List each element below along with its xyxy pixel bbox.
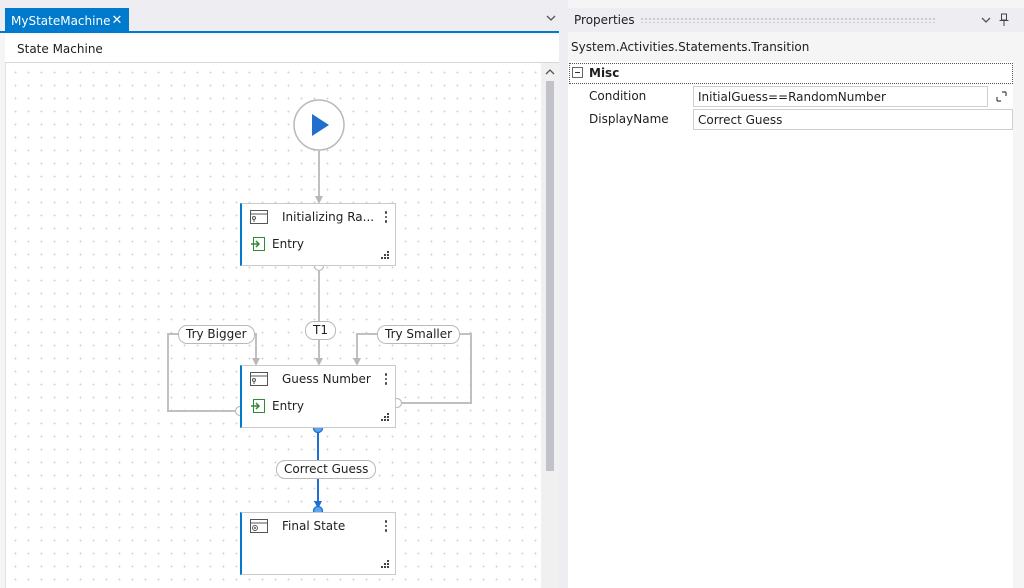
resize-grip-icon[interactable] xyxy=(380,412,390,422)
transition-label-correct-guess[interactable]: Correct Guess xyxy=(276,460,377,479)
expand-editor-icon[interactable] xyxy=(996,91,1007,102)
property-name: DisplayName xyxy=(589,112,669,126)
pin-icon[interactable] xyxy=(998,13,1010,27)
breadcrumb-item[interactable]: State Machine xyxy=(17,41,103,56)
transition-try-bigger-line xyxy=(167,333,260,412)
state-title: Initializing Ra... xyxy=(282,210,375,224)
transition-label-t1[interactable]: T1 xyxy=(305,321,336,340)
state-icon xyxy=(250,210,268,224)
document-tab-strip: MyStateMachine ✕ xyxy=(0,0,564,33)
tab-label: MyStateMachine xyxy=(11,13,111,28)
tab-mystatemachine[interactable]: MyStateMachine ✕ xyxy=(5,8,129,33)
resize-grip-icon[interactable] xyxy=(380,250,390,260)
title-bar-grip[interactable] xyxy=(640,17,936,23)
scroll-up-icon[interactable] xyxy=(544,67,556,77)
entry-section[interactable]: Entry xyxy=(250,397,304,415)
close-tab-icon[interactable]: ✕ xyxy=(111,12,123,28)
designer-canvas[interactable] xyxy=(5,63,559,588)
state-initializing[interactable]: Initializing Ra... Entry xyxy=(240,203,396,266)
workflow-designer-panel: MyStateMachine ✕ State Machine xyxy=(0,0,564,588)
property-grid: Misc Condition InitialGuess==RandomNumbe… xyxy=(568,61,1013,588)
resize-grip-icon[interactable] xyxy=(380,559,390,569)
more-options-icon[interactable] xyxy=(381,207,391,227)
panel-splitter[interactable] xyxy=(559,0,568,588)
transition-label-try-smaller[interactable]: Try Smaller xyxy=(377,325,461,344)
category-label: Misc xyxy=(589,66,620,80)
play-icon xyxy=(312,114,329,136)
selected-object-type: System.Activities.Statements.Transition xyxy=(568,32,1024,61)
properties-title-bar: Properties xyxy=(568,8,1024,32)
canvas-vertical-scrollbar[interactable] xyxy=(541,63,559,588)
category-misc[interactable]: Misc xyxy=(569,63,1013,84)
state-machine-diagram xyxy=(167,99,472,517)
state-icon xyxy=(250,372,268,386)
panel-title: Properties xyxy=(574,13,635,27)
transition-try-smaller-line xyxy=(353,333,472,404)
properties-panel: Properties System.Activities.Statements.… xyxy=(568,0,1024,588)
chevron-down-icon[interactable] xyxy=(980,14,992,26)
state-final[interactable]: Final State xyxy=(240,512,396,575)
transition-label-try-bigger[interactable]: Try Bigger xyxy=(178,325,255,344)
state-title: Guess Number xyxy=(282,372,371,386)
property-grid-gutter xyxy=(1013,61,1024,588)
chevron-down-icon[interactable] xyxy=(544,11,558,25)
start-node[interactable] xyxy=(293,99,345,151)
more-options-icon[interactable] xyxy=(381,369,391,389)
state-title: Final State xyxy=(282,519,346,533)
collapse-icon[interactable] xyxy=(572,67,583,78)
entry-icon xyxy=(251,399,265,413)
property-name: Condition xyxy=(589,89,647,103)
entry-label: Entry xyxy=(272,399,304,413)
entry-icon xyxy=(251,237,265,251)
property-row-condition: Condition InitialGuess==RandomNumber xyxy=(568,85,1013,108)
condition-input[interactable]: InitialGuess==RandomNumber xyxy=(693,86,988,107)
state-guess-number[interactable]: Guess Number Entry xyxy=(240,365,396,428)
displayname-input[interactable]: Correct Guess xyxy=(693,109,1013,130)
breadcrumb: State Machine xyxy=(5,35,559,63)
entry-section[interactable]: Entry xyxy=(250,235,304,253)
final-state-icon xyxy=(250,519,268,533)
entry-label: Entry xyxy=(272,237,304,251)
scrollbar-thumb[interactable] xyxy=(546,81,554,471)
property-row-displayname: DisplayName Correct Guess xyxy=(568,108,1013,131)
more-options-icon[interactable] xyxy=(381,516,391,536)
